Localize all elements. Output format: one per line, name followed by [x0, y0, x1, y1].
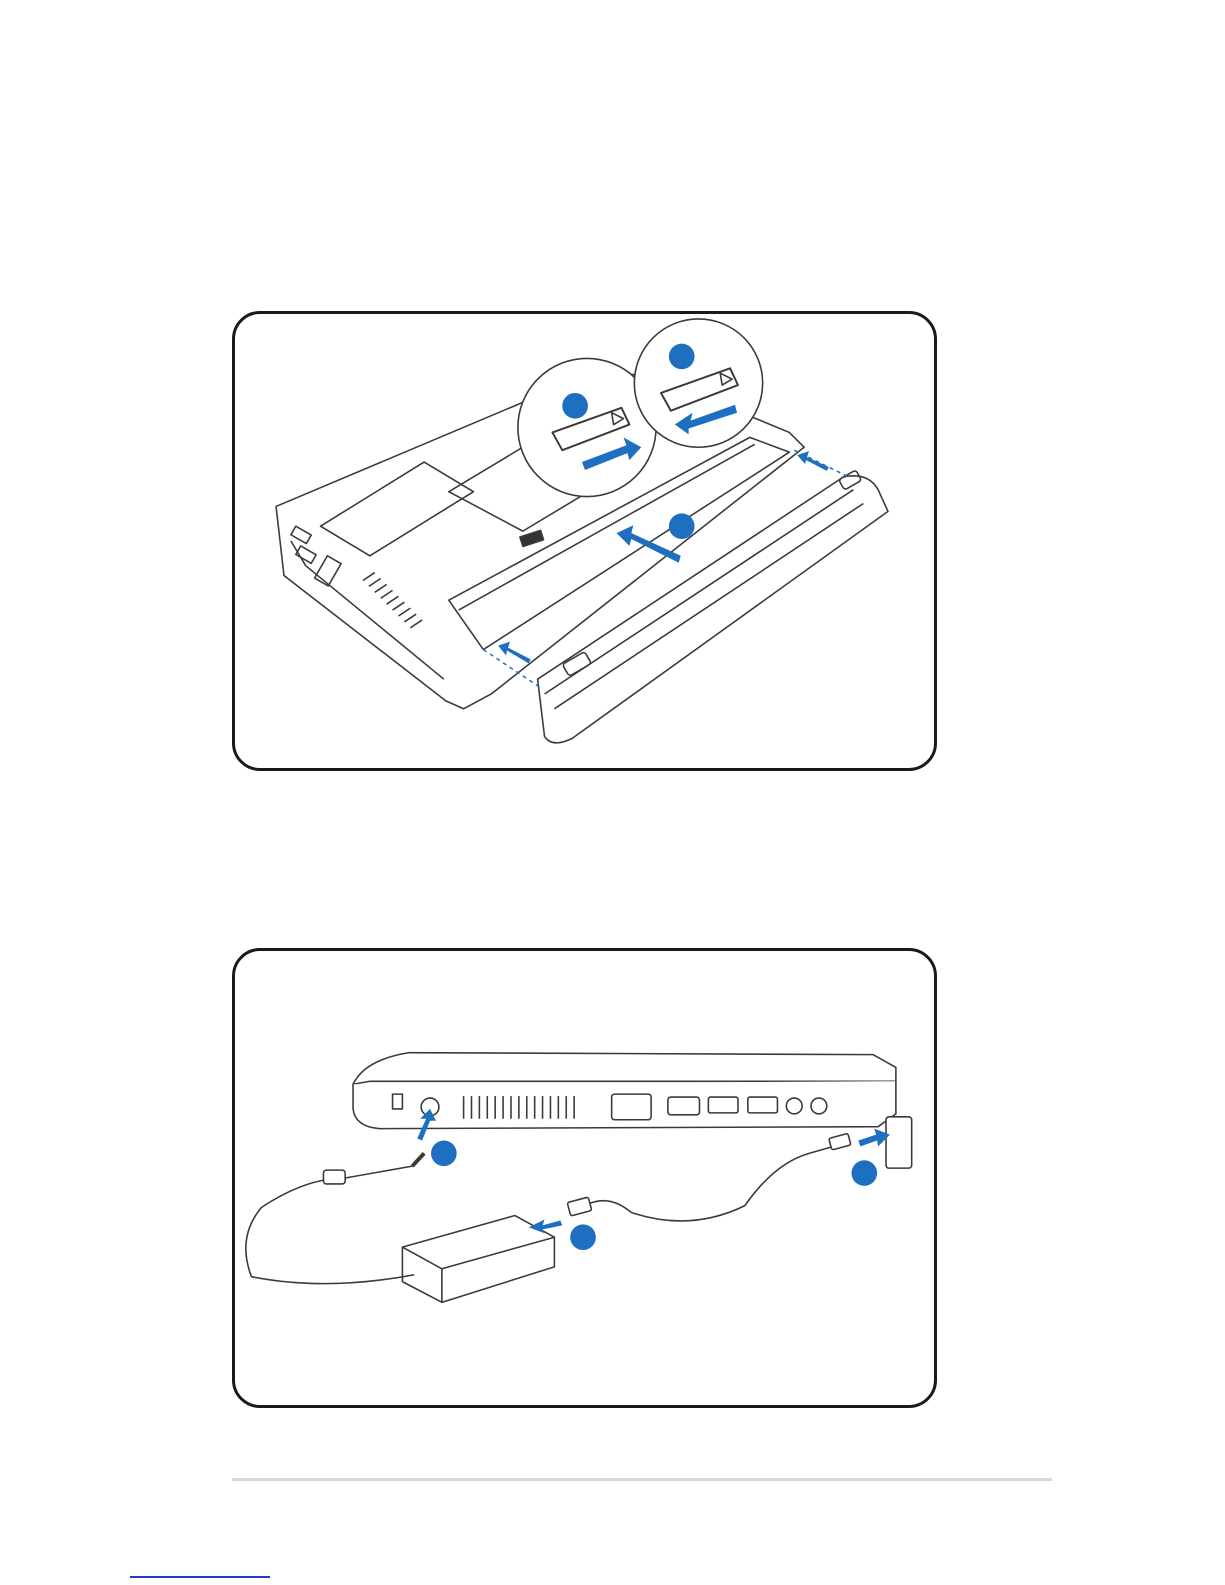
vga-port — [315, 556, 342, 586]
laptop-lid-edge — [353, 1053, 896, 1085]
step-badge — [431, 1140, 457, 1166]
lock-latch — [520, 530, 544, 546]
step-badge — [851, 1160, 877, 1186]
wall-outlet-icon — [886, 1117, 912, 1168]
step-badge — [570, 1224, 596, 1250]
battery-install-illustration — [232, 311, 937, 771]
laptop-base-edge — [353, 1081, 896, 1128]
power-connect-drawing — [235, 951, 934, 1405]
battery-pack — [538, 476, 888, 743]
page-link-underline[interactable] — [130, 1576, 270, 1578]
arrow-slide-left-icon — [498, 642, 531, 664]
footer-rule — [232, 1478, 1052, 1481]
step-badge — [562, 393, 588, 419]
step-badge — [669, 513, 695, 539]
step-badge — [669, 344, 695, 370]
arrow-slide-right-icon — [797, 451, 829, 471]
memory-compartment — [320, 462, 473, 556]
battery-install-drawing — [235, 314, 934, 768]
ac-power-cord — [572, 1146, 834, 1221]
power-connect-illustration — [232, 948, 937, 1408]
